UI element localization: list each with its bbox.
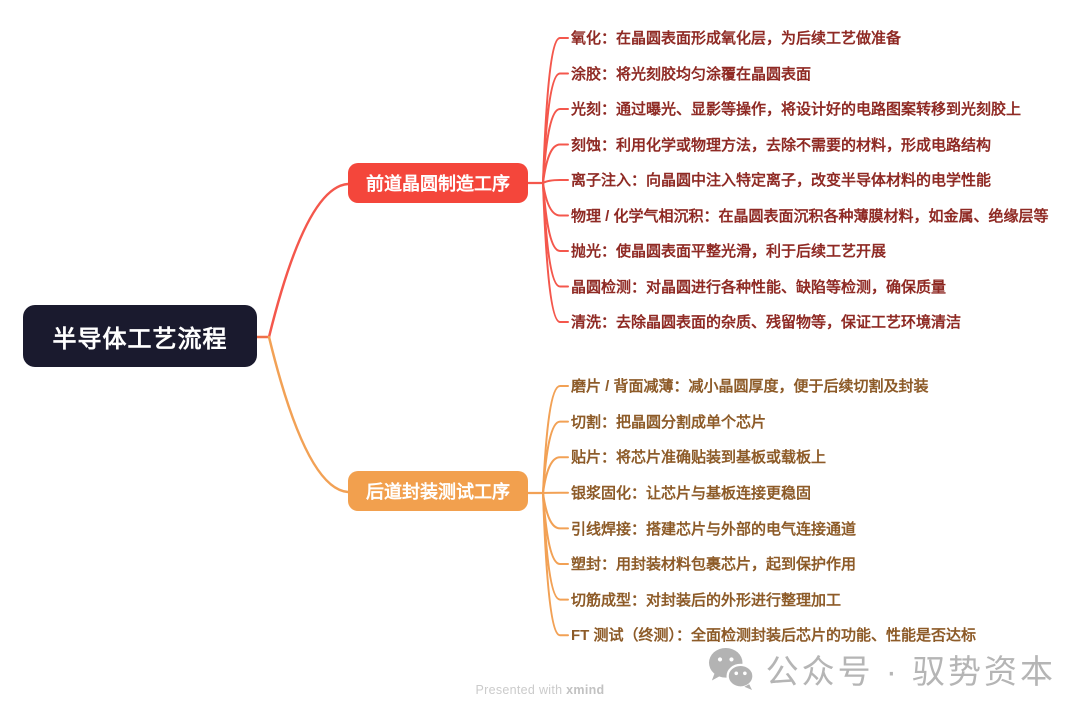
leaf-item[interactable]: 离子注入：向晶圆中注入特定离子，改变半导体材料的电学性能 [571,172,992,190]
leaf-item[interactable]: 抛光：使晶圆表面平整光滑，利于后续工艺开展 [571,243,887,261]
footer-text: Presented with [475,683,563,697]
leaf-item[interactable]: 切筋成型：对封装后的外形进行整理加工 [571,591,842,609]
leaf-item[interactable]: 塑封：用封装材料包裹芯片，起到保护作用 [571,556,857,574]
leaf-item[interactable]: 晶圆检测：对晶圆进行各种性能、缺陷等检测，确保质量 [571,278,947,296]
presented-with-footer: Presented with xmind [0,683,1080,697]
leaf-item[interactable]: 刻蚀：利用化学或物理方法，去除不需要的材料，形成电路结构 [571,136,992,154]
leaf-item[interactable]: 物理 / 化学气相沉积：在晶圆表面沉积各种薄膜材料，如金属、绝缘层等 [571,207,1049,225]
watermark-text: 公众号 · 驭势资本 [765,653,1056,690]
leaf-item[interactable]: 引线焊接：搭建芯片与外部的电气连接通道 [571,520,857,538]
branch-node-front-end[interactable]: 前道晶圆制造工序 [348,163,528,203]
xmind-brand: xmind [566,683,605,697]
leaf-item[interactable]: 贴片：将芯片准确贴装到基板或载板上 [571,449,827,467]
branch-node-back-end[interactable]: 后道封装测试工序 [348,471,528,511]
leaf-item[interactable]: 磨片 / 背面减薄：减小晶圆厚度，便于后续切割及封装 [571,378,929,396]
leaf-item[interactable]: 银浆固化：让芯片与基板连接更稳固 [571,485,812,503]
leaf-group-back-end: 磨片 / 背面减薄：减小晶圆厚度，便于后续切割及封装 切割：把晶圆分割成单个芯片… [571,368,976,653]
leaf-item[interactable]: 切割：把晶圆分割成单个芯片 [571,413,767,431]
root-node[interactable]: 半导体工艺流程 [23,305,257,367]
leaf-item[interactable]: 光刻：通过曝光、显影等操作，将设计好的电路图案转移到光刻胶上 [571,101,1022,119]
wechat-icon [708,647,754,691]
leaf-item[interactable]: 清洗：去除晶圆表面的杂质、残留物等，保证工艺环境清洁 [571,314,962,332]
wechat-watermark: 公众号 · 驭势资本 [708,645,1056,693]
leaf-group-front-end: 氧化：在晶圆表面形成氧化层，为后续工艺做准备 涂胶：将光刻胶均匀涂覆在晶圆表面 … [571,20,1049,340]
leaf-item[interactable]: 氧化：在晶圆表面形成氧化层，为后续工艺做准备 [571,30,902,48]
leaf-item[interactable]: 涂胶：将光刻胶均匀涂覆在晶圆表面 [571,65,812,83]
leaf-item[interactable]: FT 测试（终测）：全面检测封装后芯片的功能、性能是否达标 [571,627,976,645]
